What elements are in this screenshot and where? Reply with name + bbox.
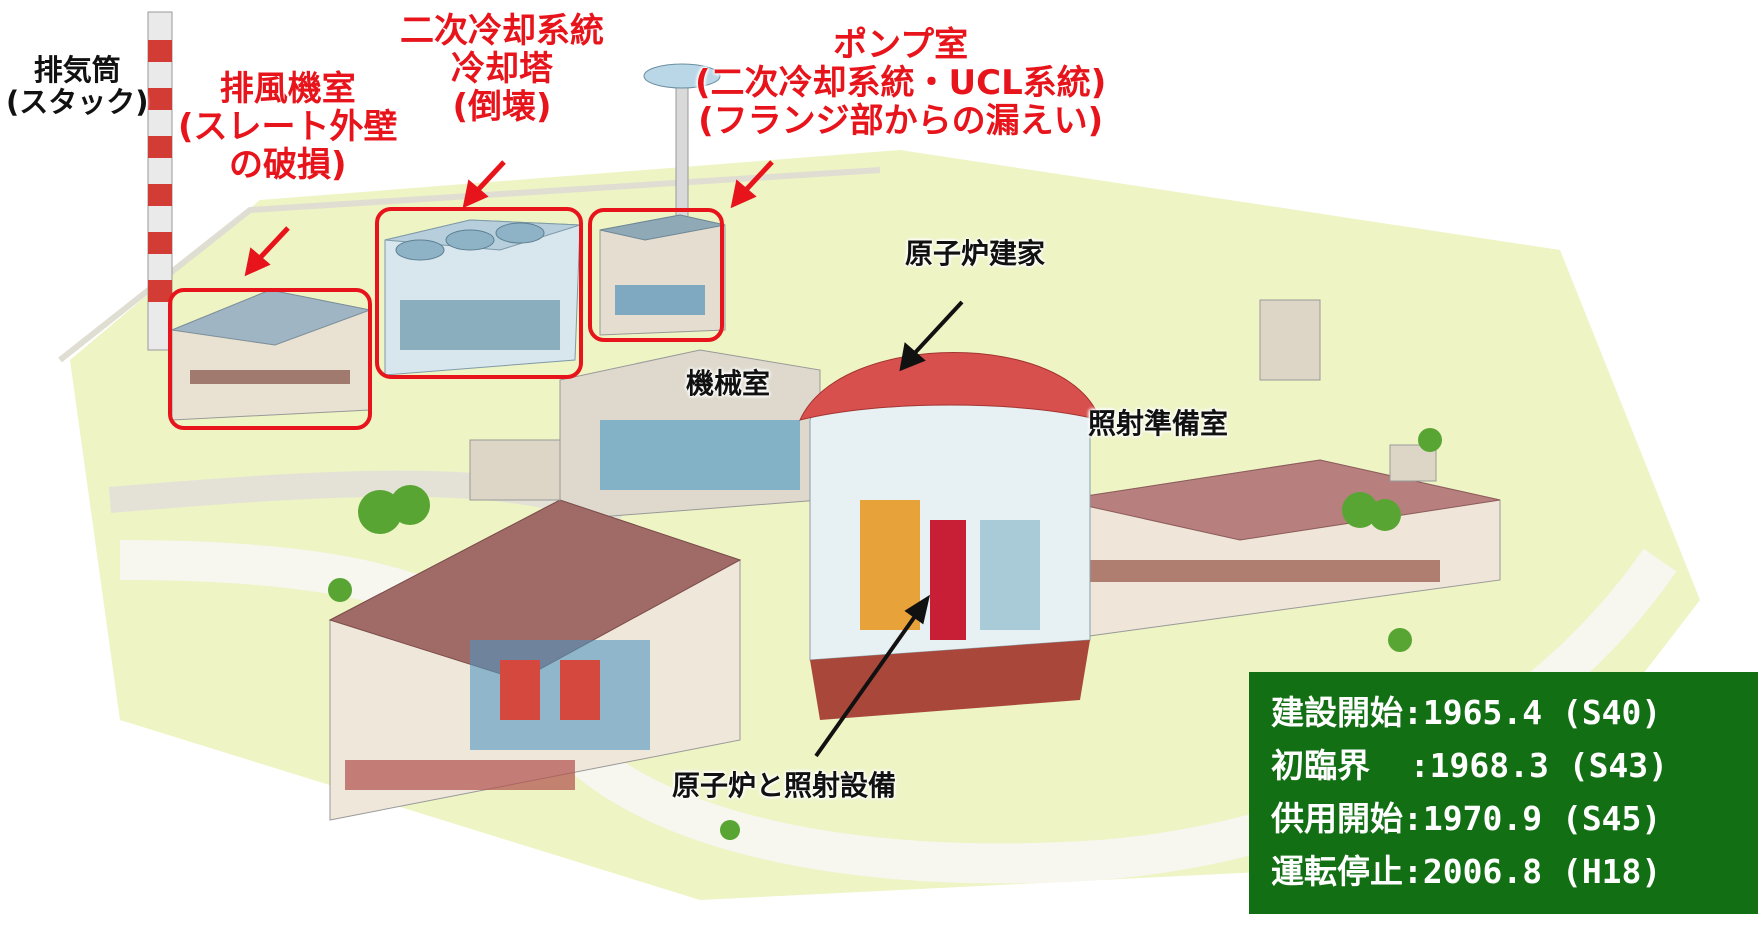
arrow-reactor-building <box>910 300 964 358</box>
highlight-box-exhaust-room <box>168 288 372 430</box>
history-label: 運転停止 <box>1271 852 1403 891</box>
history-row: 初臨界 :1968.3 (S43) <box>1271 746 1669 785</box>
pump-room-label-line: (二次冷却系統・UCL系統) <box>695 63 1107 104</box>
cooling-tower <box>384 219 581 376</box>
cooling-tower-label-line: 二次冷却系統 <box>400 11 604 51</box>
history-row: 供用開始:1970.9 (S45) <box>1271 799 1662 838</box>
cooling-tower-label-line: (倒壊) <box>452 87 552 128</box>
history-value: 1970.9 (S45) <box>1422 799 1662 838</box>
irradiation-prep-room-label: 照射準備室 <box>1088 407 1229 440</box>
exhaust-fan-room <box>170 289 372 421</box>
stack-label: 排気筒 (スタック) <box>6 54 149 119</box>
arrow-exhaust-room <box>256 226 290 262</box>
reactor-building-label: 原子炉建家 <box>905 237 1046 270</box>
arrow-cooling-tower <box>474 160 506 194</box>
trees <box>328 428 1442 840</box>
red-arrows <box>244 160 774 277</box>
cooling-tower-label-line: 冷却塔 <box>451 49 553 90</box>
highlight-box-cooling-tower <box>375 207 583 379</box>
machine-room-label: 機械室 <box>686 367 771 400</box>
outbuildings <box>469 299 1437 501</box>
history-value: 1965.4 (S40) <box>1422 693 1662 732</box>
highlight-box-pump-room <box>588 208 724 342</box>
stack-label-line: (スタック) <box>6 85 149 120</box>
history-row: 運転停止:2006.8 (H18) <box>1271 852 1662 891</box>
reactor-and-irradiation-label: 原子炉と照射設備 <box>672 769 897 802</box>
history-label: 初臨界 <box>1271 746 1410 785</box>
history-value: 1968.3 (S43) <box>1429 746 1669 785</box>
operation-history-box: 建設開始:1965.4 (S40) 初臨界 :1968.3 (S43) 供用開始… <box>1249 672 1758 914</box>
stack-label-line: 排気筒 <box>33 53 121 87</box>
history-value: 2006.8 (H18) <box>1422 852 1662 891</box>
damage-highlights <box>168 207 724 430</box>
cooling-tower-label: 二次冷却系統 冷却塔 (倒壊) <box>400 12 604 126</box>
history-row: 建設開始:1965.4 (S40) <box>1271 693 1662 732</box>
exhaust-room-label: 排風機室 (スレート外壁 の破損) <box>178 70 398 184</box>
history-label: 供用開始 <box>1271 799 1403 838</box>
exhaust-room-label-line: (スレート外壁 <box>178 107 398 148</box>
irradiation-hall-left <box>328 499 742 821</box>
pump-room-label-line: (フランジ部からの漏えい) <box>698 101 1104 142</box>
reactor-building <box>799 352 1101 720</box>
exhaust-room-label-line: の破損) <box>229 145 347 186</box>
arrow-reactor-core <box>814 610 920 758</box>
arrow-pump-room <box>742 160 774 194</box>
pump-room <box>599 214 726 336</box>
machine-room-building <box>559 349 821 521</box>
pump-room-label-line: ポンプ室 <box>833 25 969 65</box>
history-label: 建設開始 <box>1271 693 1403 732</box>
exhaust-stack <box>147 11 173 351</box>
perimeter-road <box>58 167 881 363</box>
pump-room-label: ポンプ室 (二次冷却系統・UCL系統) (フランジ部からの漏えい) <box>695 26 1106 140</box>
black-arrows <box>814 300 964 758</box>
exhaust-room-label-line: 排風機室 <box>219 69 356 109</box>
